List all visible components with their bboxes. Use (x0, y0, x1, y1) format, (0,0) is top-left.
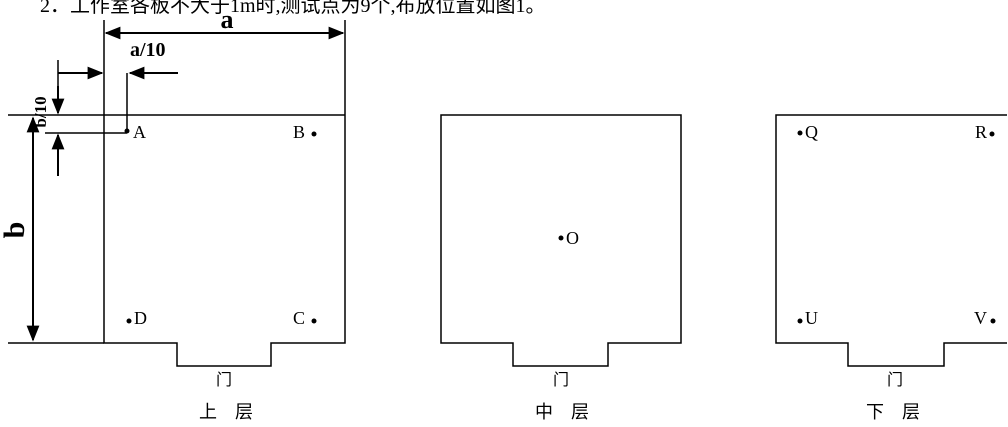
points-lower: Q R U V (797, 122, 996, 328)
point-C-dot (311, 318, 317, 324)
dimension-a10-label: a/10 (130, 39, 166, 61)
panel-caption-upper: 上 层 (199, 402, 253, 422)
point-R-dot (989, 131, 995, 137)
point-O-dot (558, 235, 564, 241)
point-U-dot (797, 318, 803, 324)
point-D-label: D (134, 308, 147, 328)
point-D-dot (126, 318, 132, 324)
point-A-label: A (133, 122, 146, 142)
door-label-upper: 门 (216, 371, 232, 389)
dimension-a-label: a (221, 5, 234, 34)
point-B-label: B (293, 122, 305, 142)
top-caption: 2．工作室各板不大于1m时,测试点为9个,布放位置如图1。 (40, 0, 546, 17)
room-outline-lower (775, 114, 1007, 367)
room-outline-upper (103, 115, 346, 367)
point-V-dot (990, 318, 996, 324)
dimension-b10-label: b/10 (31, 96, 50, 127)
room-outline-middle (440, 114, 682, 367)
panel-caption-middle: 中 层 (535, 402, 589, 422)
dimension-b-label: b (0, 222, 31, 239)
panel-caption-lower: 下 层 (866, 402, 920, 422)
point-O-label: O (566, 228, 579, 248)
door-label-lower: 门 (887, 371, 903, 389)
point-R-label: R (975, 122, 987, 142)
point-B-dot (311, 131, 317, 137)
point-Q-label: Q (805, 122, 818, 142)
door-label-middle: 门 (553, 371, 569, 389)
point-Q-dot (797, 130, 803, 136)
point-A-dot (124, 128, 130, 134)
points-upper: A B C D (124, 122, 317, 328)
point-U-label: U (805, 308, 818, 328)
point-V-label: V (974, 308, 987, 328)
point-C-label: C (293, 308, 305, 328)
panel-upper (8, 20, 346, 367)
